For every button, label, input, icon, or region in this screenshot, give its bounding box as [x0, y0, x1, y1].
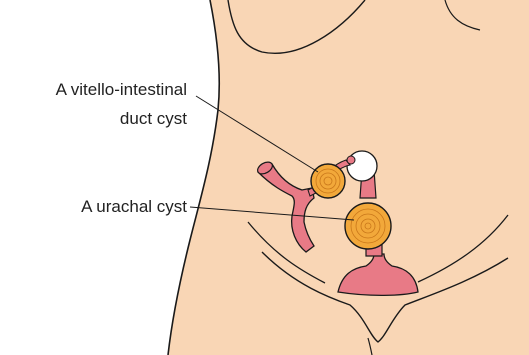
torso-skin — [168, 0, 529, 355]
vitello-cyst-label-line2: duct cyst — [120, 108, 187, 130]
umbilicus — [347, 151, 377, 181]
urachal-cyst — [345, 203, 391, 249]
duct-umbilical-end — [347, 156, 355, 164]
urachal-cyst-label: A urachal cyst — [81, 196, 187, 218]
vitello-cyst — [311, 164, 345, 198]
vitello-cyst-label-line1: A vitello-intestinal — [56, 79, 187, 101]
